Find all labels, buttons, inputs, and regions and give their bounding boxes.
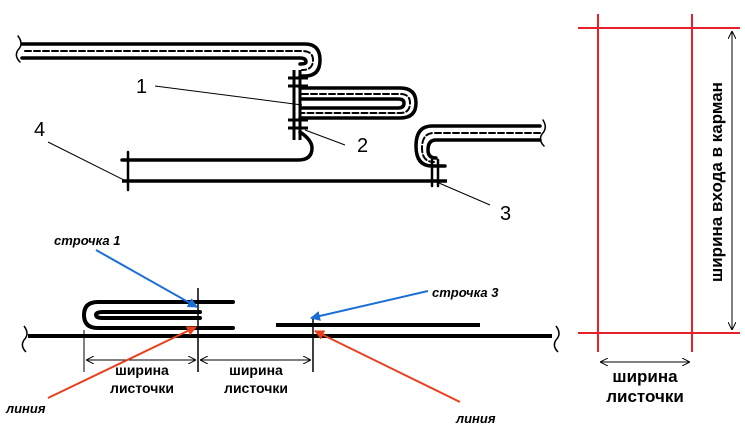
stitch-marks-center — [288, 70, 308, 140]
label-4: 4 — [34, 119, 45, 141]
line-right-arrow — [314, 330, 461, 403]
width-label-1-line2: листочки — [110, 380, 174, 396]
top-fabric-layer — [15, 35, 322, 78]
pocket-opening-label: ширина входа в карман — [707, 82, 726, 282]
label-2: 2 — [357, 135, 368, 157]
bottom-welt — [81, 300, 235, 330]
bottom-cross-section: ширина листочки ширина листочки строчка … — [5, 233, 560, 426]
stitch-3-arrow — [310, 290, 429, 321]
line-right-label: линия — [455, 411, 496, 426]
welt-width-label-line2: листочки — [606, 387, 684, 406]
width-label-2-line2: листочки — [224, 380, 288, 396]
top-cross-section: 1 2 3 4 — [15, 35, 546, 225]
label-3: 3 — [500, 203, 511, 225]
width-label-1-line1: ширина — [115, 362, 169, 378]
stitch-3-label: строчка 3 — [432, 285, 499, 300]
pocket-opening-schematic: ширина входа в карман ширина листочки — [578, 14, 740, 406]
top-leader-lines — [47, 85, 491, 206]
welt-width-label-line1: ширина — [612, 367, 678, 386]
stitch-1-label: строчка 1 — [54, 233, 120, 248]
stitch-1-arrow — [95, 249, 198, 308]
right-folded-piece — [414, 119, 546, 188]
line-left-arrow — [47, 326, 197, 399]
width-label-2-line1: ширина — [229, 362, 283, 378]
line-left-label: линия — [5, 401, 46, 416]
label-1: 1 — [136, 76, 147, 98]
welt-piece — [298, 86, 418, 120]
lower-left-piece — [120, 130, 314, 192]
